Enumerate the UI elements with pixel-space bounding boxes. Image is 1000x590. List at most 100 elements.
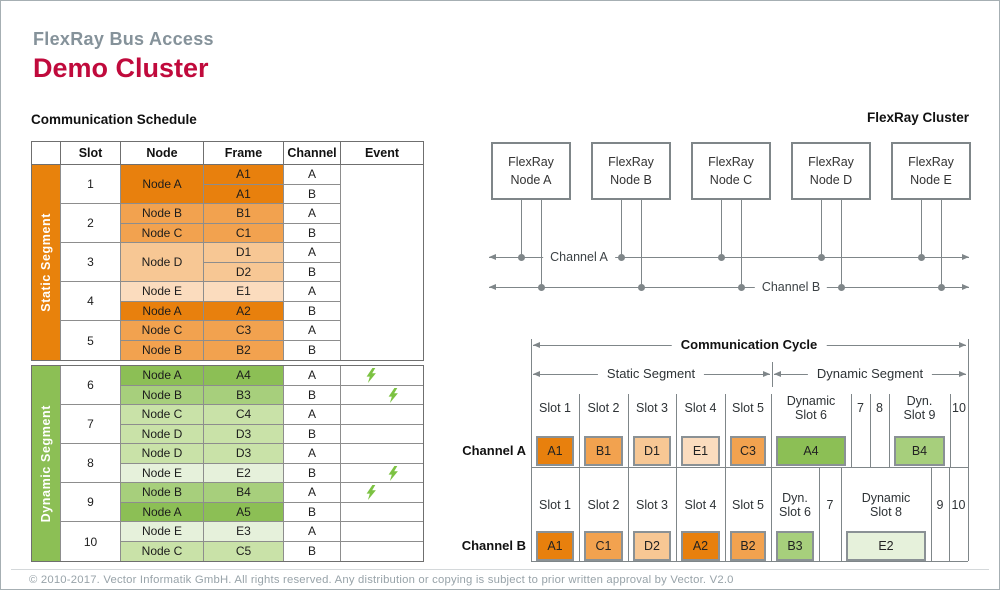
arrowhead-left-icon [489, 284, 496, 290]
segment-label: Dynamic Segment [32, 366, 61, 561]
arrowhead-left-icon [533, 342, 540, 348]
channel-cell: A [284, 204, 341, 224]
slot-divider [870, 394, 871, 467]
node-cell: Node B [121, 204, 204, 224]
node-cell: Node C [121, 223, 204, 243]
cycle-right-boundary [968, 339, 969, 561]
cycle-channel-name: Channel A [462, 443, 526, 458]
node-cell: Node C [121, 321, 204, 341]
cycle-slot-label-line: Slot 2 [587, 498, 620, 512]
event-cell [341, 542, 423, 562]
node-channel-a-connector [821, 200, 822, 257]
cycle-slot-label-line: Slot 1 [539, 498, 571, 512]
footer: © 2010-2017. Vector Informatik GmbH. All… [11, 569, 989, 586]
frame-cell: C4 [204, 405, 284, 425]
schedule-heading: Communication Schedule [31, 112, 197, 127]
event-cell [341, 503, 423, 522]
segment-divider [772, 362, 773, 387]
node-cell: Node E [121, 522, 204, 542]
cycle-bottom-line [531, 561, 968, 562]
slot-divider [931, 467, 932, 561]
frame-cell: E3 [204, 522, 284, 542]
dynamic-segment-label: Dynamic Segment [807, 366, 933, 382]
cycle-slot-label-line: 7 [857, 401, 864, 415]
slot-divider [628, 394, 629, 467]
cycle-slot-label-line: Slot 5 [732, 498, 764, 512]
cycle-title: Communication Cycle [671, 337, 827, 353]
cycle-frame-box: B1 [584, 436, 623, 466]
event-cell [341, 405, 423, 425]
cycle-slot-label: Slot 4 [685, 401, 717, 415]
frame-cell: B1 [204, 204, 284, 224]
frame-cell: A2 [204, 301, 284, 321]
node-box-line1: FlexRay [908, 154, 954, 169]
node-box-line2: Node C [709, 173, 753, 187]
node-channel-a-connector [921, 200, 922, 257]
event-cell [341, 464, 423, 483]
slot-divider [676, 467, 677, 561]
event-lightning-icon [387, 387, 399, 403]
node-cell: Node B [121, 483, 204, 503]
slot-number-cell: 7 [61, 405, 121, 444]
slot-divider [819, 467, 820, 561]
channel-cell: B [284, 385, 341, 405]
node-cell: Node C [121, 405, 204, 425]
slot-divider [628, 467, 629, 561]
frame-cell: B2 [204, 340, 284, 360]
channel-cell: A [284, 444, 341, 464]
slot-divider [851, 394, 852, 467]
arrowhead-left-icon [774, 371, 781, 377]
channel-cell: B [284, 424, 341, 444]
frame-cell: B4 [204, 483, 284, 503]
event-cell [341, 366, 423, 386]
slot-divider [579, 467, 580, 561]
node-cell: Node D [121, 243, 204, 282]
slot-divider [771, 394, 772, 467]
node-channel-b-connector [541, 200, 542, 287]
node-cell: Node B [121, 340, 204, 360]
cycle-slot-label: 9 [937, 498, 944, 512]
channel-cell: B [284, 184, 341, 204]
cycle-slot-label: 10 [952, 401, 966, 415]
cycle-slot-label-line: Dyn. [906, 394, 933, 408]
channel-cell: A [284, 483, 341, 503]
channel-a-bus-label: Channel A [543, 248, 615, 266]
schedule-column-header: Slot [61, 142, 121, 164]
cycle-slot-label-line: Slot 3 [636, 498, 668, 512]
node-cell: Node A [121, 301, 204, 321]
channel-a-bus-line [489, 257, 969, 258]
cycle-slot-label-line: Slot 3 [636, 401, 668, 415]
cycle-slot-label-line: Slot 9 [903, 408, 936, 422]
slot-number-cell: 6 [61, 366, 121, 405]
event-cell [341, 425, 423, 444]
schedule-column-header: Node [121, 142, 204, 164]
node-box-line2: Node B [610, 173, 652, 187]
channel-cell: A [284, 366, 341, 386]
cycle-slot-label: Slot 3 [636, 401, 668, 415]
cycle-frame-box: B3 [776, 531, 814, 561]
page-subtitle: Demo Cluster [33, 53, 209, 83]
frame-cell: A4 [204, 366, 284, 386]
cycle-slot-label-line: Slot 4 [684, 401, 717, 415]
frame-cell: D2 [204, 262, 284, 282]
frame-cell: E2 [204, 463, 284, 483]
frame-cell: E1 [204, 282, 284, 302]
cycle-slot-label: Slot 3 [636, 498, 668, 512]
cycle-slot-label: Slot 2 [588, 498, 620, 512]
frame-cell: D1 [204, 243, 284, 263]
channel-cell: B [284, 262, 341, 282]
schedule-column-header [32, 142, 61, 164]
node-channel-b-connector [741, 200, 742, 287]
cycle-slot-label: Dyn.Slot 9 [904, 394, 936, 422]
channel-cell: B [284, 463, 341, 483]
cycle-slot-label-line: 8 [876, 401, 883, 415]
schedule-column-header: Channel [284, 142, 341, 164]
frame-cell: C3 [204, 321, 284, 341]
slot-divider [889, 394, 890, 467]
cycle-frame-box: A4 [776, 436, 846, 466]
frame-cell: D3 [204, 444, 284, 464]
cycle-slot-label-line: 7 [826, 498, 834, 512]
event-cell [341, 483, 423, 503]
cycle-slot-label-line: Dynamic [861, 491, 911, 505]
